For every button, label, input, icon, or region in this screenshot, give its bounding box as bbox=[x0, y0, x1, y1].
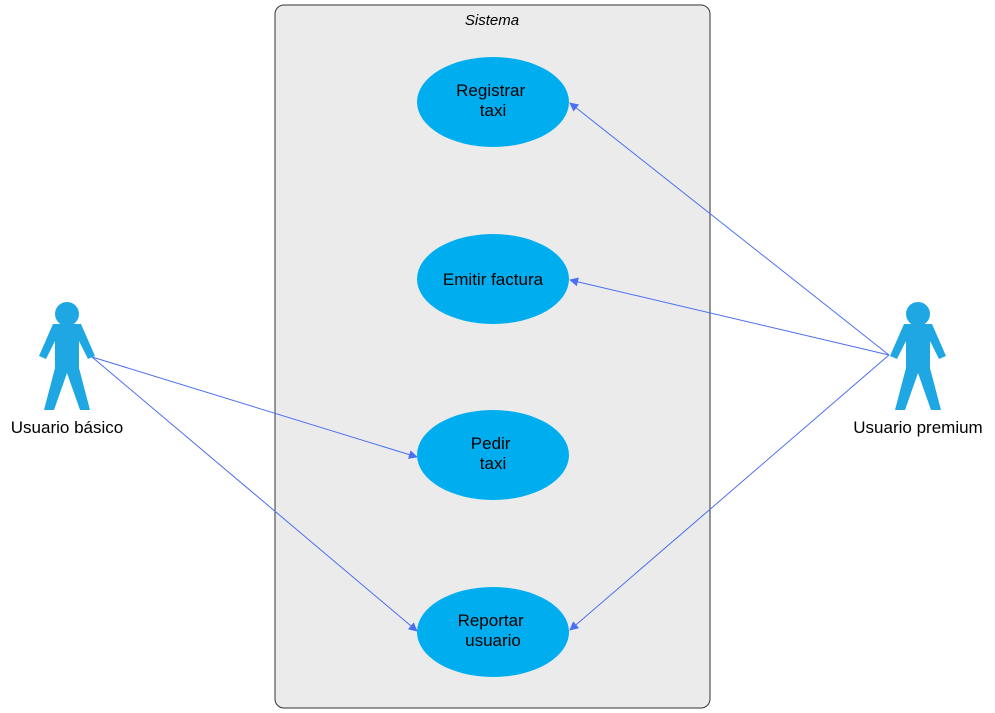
use-case-label-line: usuario bbox=[465, 631, 521, 650]
use-case-registrar-taxi[interactable]: Registrar taxi bbox=[417, 57, 569, 147]
use-case-ellipse[interactable] bbox=[417, 587, 569, 677]
actor-figure-icon bbox=[39, 302, 95, 410]
association-premium-emitir[interactable] bbox=[569, 277, 890, 356]
use-case-label-line: taxi bbox=[480, 101, 506, 120]
system-title: Sistema bbox=[465, 12, 519, 29]
actor-figure-icon bbox=[890, 302, 946, 410]
use-case-label-line: Registrar bbox=[456, 81, 525, 100]
association-premium-reportar[interactable] bbox=[569, 354, 890, 631]
actor-usuario-basico[interactable]: Usuario básico bbox=[11, 302, 123, 437]
association-basic-reportar[interactable] bbox=[91, 356, 418, 632]
use-case-label: Emitir factura bbox=[443, 270, 544, 289]
system-box[interactable] bbox=[274, 4, 711, 709]
use-case-label-line: taxi bbox=[480, 454, 506, 473]
use-case-label: Reportar usuario bbox=[458, 611, 529, 650]
actor-label: Usuario premium bbox=[853, 418, 982, 437]
use-case-ellipse[interactable] bbox=[417, 410, 569, 500]
use-case-label-line: Emitir factura bbox=[443, 270, 544, 289]
use-case-ellipse[interactable] bbox=[417, 57, 569, 147]
association-basic-pedir[interactable] bbox=[91, 356, 418, 459]
use-case-pedir-taxi[interactable]: Pedir taxi bbox=[417, 410, 569, 500]
use-case-emitir-factura[interactable]: Emitir factura bbox=[417, 234, 569, 324]
use-case-label-line: Pedir bbox=[471, 434, 511, 453]
use-case-label: Pedir taxi bbox=[471, 434, 515, 473]
use-case-label: Registrar taxi bbox=[456, 81, 530, 120]
actor-usuario-premium[interactable]: Usuario premium bbox=[853, 302, 983, 437]
association-premium-registrar[interactable] bbox=[569, 102, 890, 356]
use-case-label-line: Reportar bbox=[458, 611, 524, 630]
associations bbox=[91, 102, 890, 632]
system-boundary[interactable]: Sistema bbox=[274, 4, 711, 709]
use-case-reportar-usuario[interactable]: Reportar usuario bbox=[417, 587, 569, 677]
actor-label: Usuario básico bbox=[11, 418, 123, 437]
use-case-ellipse[interactable] bbox=[417, 234, 569, 324]
